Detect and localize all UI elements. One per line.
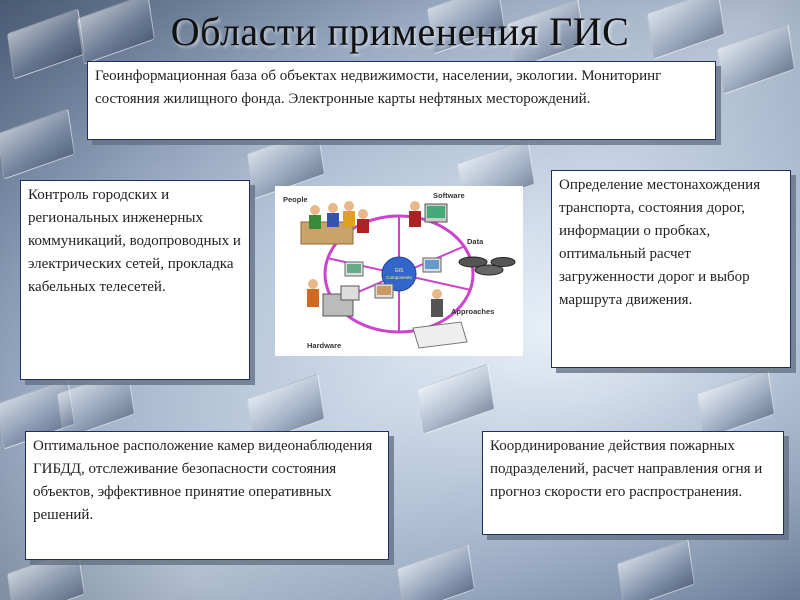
label-software: Software (433, 191, 465, 200)
person-icon (310, 205, 320, 215)
slide-title: Области применения ГИС (170, 9, 630, 54)
person-icon (357, 219, 369, 233)
person-icon (309, 215, 321, 229)
background-cube (417, 363, 495, 435)
text-box-utilities: Контроль городских и региональных инжене… (20, 180, 250, 380)
hardware-icon (340, 285, 360, 301)
gis-components-illustration: GIS Components People Software Data (283, 191, 516, 350)
label-hardware: Hardware (307, 341, 341, 350)
text-box-traffic-cameras: Оптимальное расположение камер видеонабл… (25, 431, 389, 560)
map-sheet-icon (412, 321, 468, 349)
person-icon (308, 279, 318, 289)
person-icon (328, 203, 338, 213)
text-box-real-estate: Геоинформационная база об объектах недви… (87, 61, 716, 140)
text-box-fire-services: Координирование действия пожарных подраз… (482, 431, 784, 535)
background-cube (0, 108, 75, 180)
disk-icon (474, 264, 504, 276)
person-icon (358, 209, 368, 219)
person-icon (343, 211, 355, 227)
center-label-sub: Components (386, 275, 412, 280)
background-cube (697, 368, 775, 440)
person-icon (344, 201, 354, 211)
text-box-transport: Определение местонахождения транспорта, … (551, 170, 791, 368)
person-icon (307, 289, 319, 307)
center-disc (381, 256, 417, 292)
disk-icon (458, 256, 488, 268)
person-icon (327, 213, 339, 227)
label-people: People (283, 195, 308, 204)
center-label: GIS (395, 268, 404, 274)
person-icon (431, 299, 443, 317)
label-data: Data (467, 237, 484, 246)
screen-icon (377, 286, 391, 295)
screen-icon (347, 264, 361, 273)
person-icon (409, 211, 421, 227)
person-icon (410, 201, 420, 211)
computer-icon (427, 206, 445, 218)
label-approaches: Approaches (451, 307, 494, 316)
background-cube (397, 543, 475, 600)
person-icon (432, 289, 442, 299)
screen-icon (425, 260, 439, 269)
disk-icon (490, 257, 516, 267)
background-cube (617, 538, 695, 600)
gis-components-diagram: GIS Components People Software Data (275, 186, 523, 356)
